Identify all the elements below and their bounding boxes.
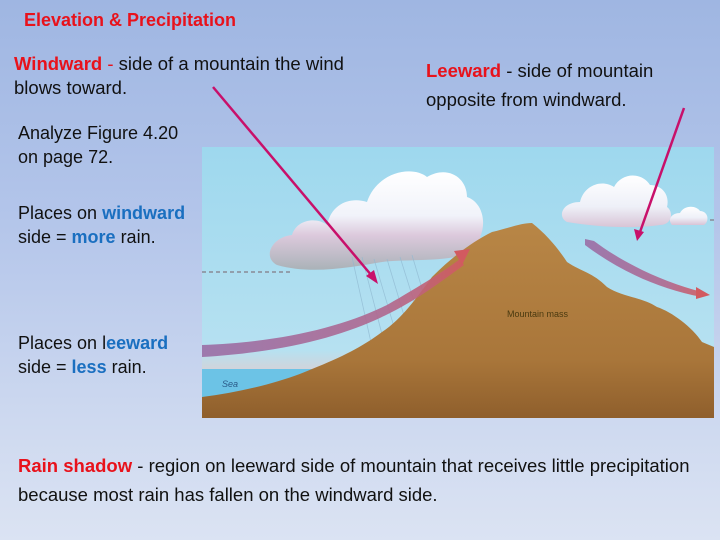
rain-shadow-text: region on leeward side of mountain that … [18,455,690,505]
leeward-definition: Leeward - side of mountain opposite from… [426,56,716,114]
windward-text: side of a mountain the wind blows toward… [14,53,344,98]
orographic-figure: Mountain mass Sea [202,147,714,418]
windward-separator: - [102,53,119,74]
leeward-places-middle: side = [18,357,72,377]
windward-places-middle: side = [18,227,72,247]
leeward-places-note: Places on leeward side = less rain. [18,331,203,379]
leeward-term: Leeward [426,60,502,81]
rain-shadow-separator: - [132,455,149,476]
mountain-label: Mountain mass [507,309,569,319]
leeward-places-suffix: rain. [106,357,147,377]
windward-definition: Windward - side of a mountain the wind b… [14,52,374,100]
rain-shadow-term: Rain shadow [18,455,133,476]
less-highlight: less [71,357,107,377]
leeward-text: side of mountain opposite from windward. [426,60,654,110]
windward-places-prefix: Places on [18,203,103,223]
windward-places-note: Places on windward side = more rain. [18,201,203,249]
rain-shadow-definition: Rain shadow - region on leeward side of … [18,451,708,509]
leeward-highlight: eeward [106,333,169,353]
windward-term: Windward [14,53,103,74]
windward-highlight: windward [102,203,186,223]
leeward-separator: - [501,60,518,81]
more-highlight: more [71,227,116,247]
slide-title: Elevation & Precipitation [24,10,237,30]
analyze-figure-note: Analyze Figure 4.20 on page 72. [18,123,179,167]
sea-label: Sea [222,379,238,389]
leeward-places-l: l [102,333,107,353]
windward-places-suffix: rain. [115,227,156,247]
leeward-places-prefix: Places on [18,333,103,353]
